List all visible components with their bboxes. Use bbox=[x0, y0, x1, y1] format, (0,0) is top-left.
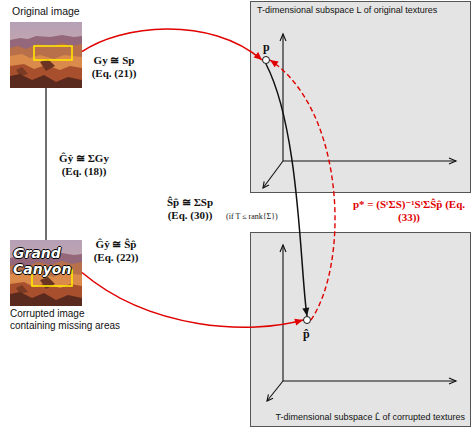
equation-label: p* = (SᵗΣS)⁻¹SᵗΣŜp̂ (Eq. (33)) bbox=[348, 198, 470, 224]
panel-title: T-dimensional subspace L̂ of corrupted t… bbox=[257, 412, 465, 423]
point-marker: p bbox=[262, 56, 270, 64]
connector bbox=[266, 64, 309, 316]
arrowhead bbox=[254, 52, 262, 60]
arrowhead bbox=[270, 60, 279, 67]
subspace-panel: T-dimensional subspace L of original tex… bbox=[250, 1, 471, 193]
connector-line bbox=[266, 64, 307, 316]
point-label: p̂ bbox=[303, 327, 310, 342]
axes bbox=[251, 233, 472, 426]
arrowhead bbox=[302, 308, 309, 316]
connector bbox=[82, 273, 303, 328]
overlay-handwriting: Grand Canyon bbox=[13, 245, 77, 277]
connector bbox=[270, 60, 335, 320]
axes bbox=[251, 2, 472, 192]
connector bbox=[46, 88, 47, 240]
corrupted-photo: Grand CanyonCorrupted image containing m… bbox=[10, 240, 82, 305]
point-marker: p̂ bbox=[303, 316, 311, 324]
panel-title: T-dimensional subspace L of original tex… bbox=[257, 5, 465, 16]
subspace-panel: T-dimensional subspace L̂ of corrupted t… bbox=[250, 232, 471, 427]
canyon-photo bbox=[10, 22, 82, 88]
point-label: p bbox=[263, 40, 270, 55]
equation-label: Gy ≅ Sp (Eq. (21)) bbox=[86, 54, 142, 80]
connector-line bbox=[45, 88, 46, 240]
equation-label: Ĝŷ ≅ ΣGy (Eq. (18)) bbox=[52, 152, 116, 178]
connector-line bbox=[82, 273, 303, 328]
image-caption: Corrupted image containing missing areas bbox=[10, 308, 126, 332]
equation-label: Ŝp̂ ≅ ΣSp (Eq. (30)) bbox=[158, 196, 222, 222]
arrowhead bbox=[294, 319, 303, 326]
image-title: Original image bbox=[12, 5, 80, 17]
connector-line bbox=[270, 60, 335, 320]
condition-note: (if T ≤ rank{Σ}) bbox=[226, 212, 278, 222]
equation-label: Ĝŷ ≅ Ŝp̂ (Eq. (22)) bbox=[86, 238, 146, 264]
original-photo: Original image bbox=[10, 22, 82, 88]
